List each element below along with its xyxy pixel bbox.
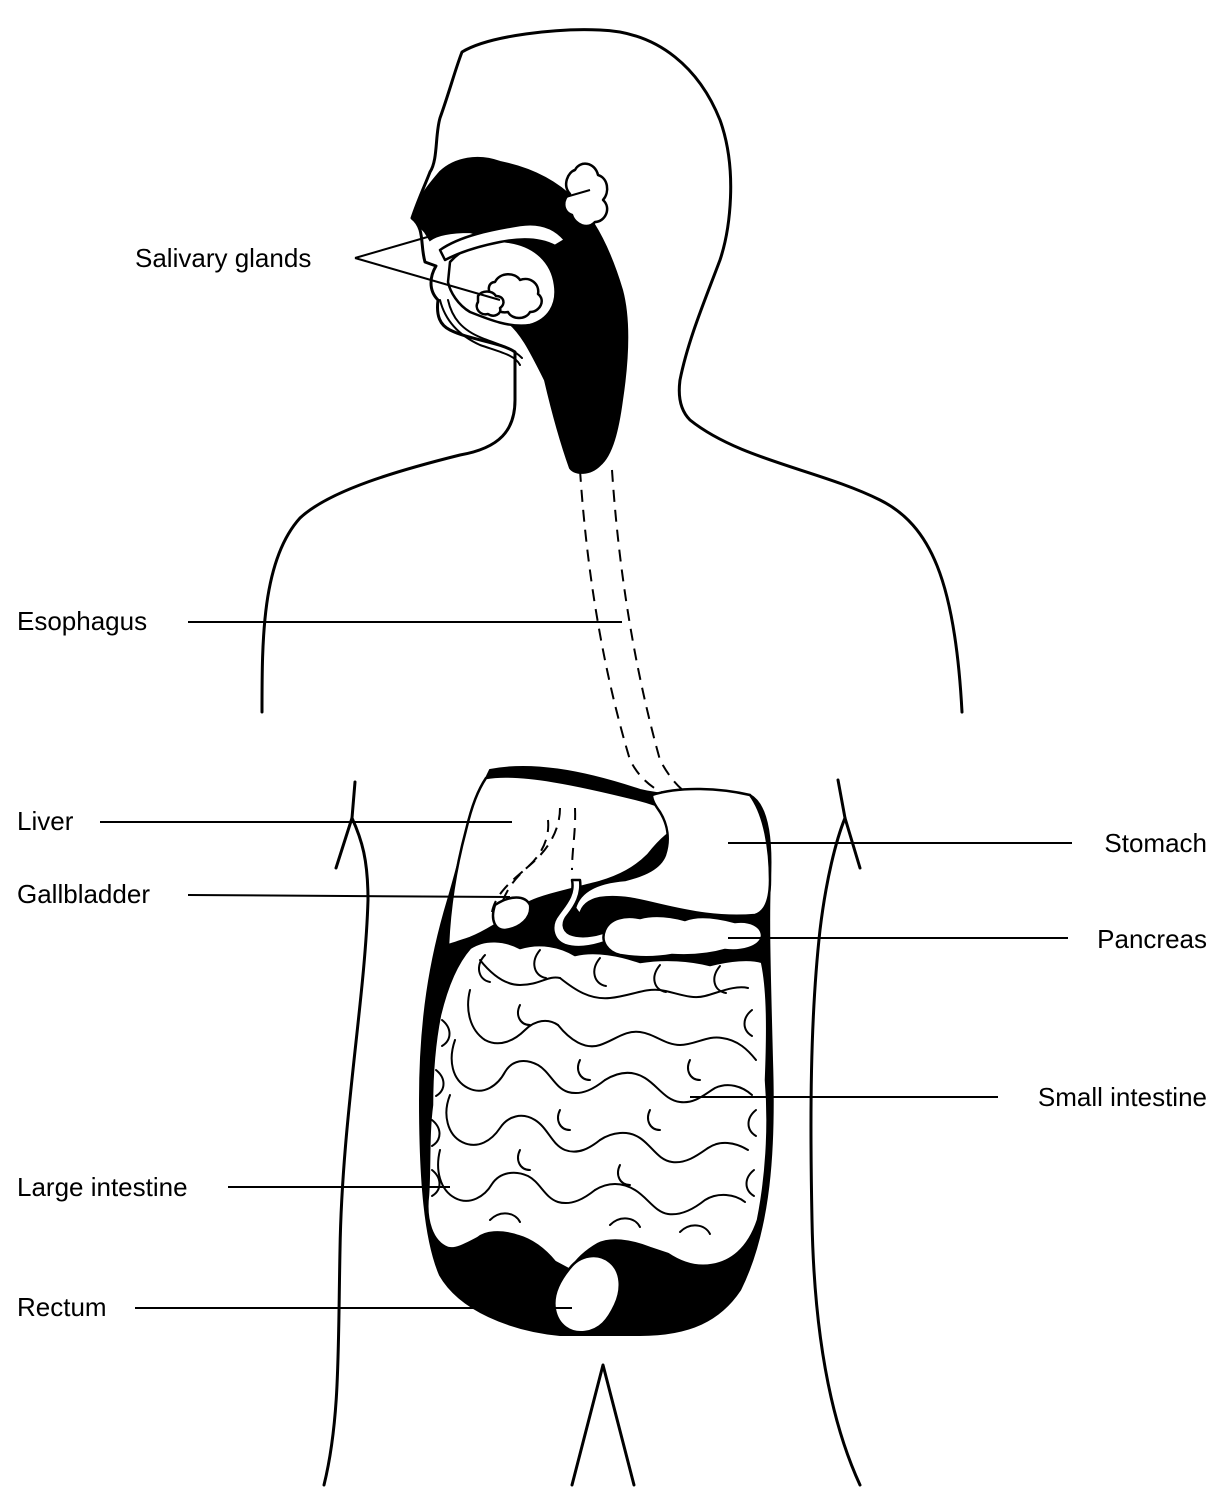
label-stomach: Stomach (1104, 828, 1207, 858)
intestine-loops (426, 940, 769, 1272)
salivary-gland-sublingual (475, 290, 505, 317)
label-rectum: Rectum (17, 1292, 107, 1322)
bile-ducts (491, 807, 577, 913)
label-salivary-glands: Salivary glands (135, 243, 311, 273)
leader-salivary-lower (354, 257, 501, 301)
gallbladder (491, 896, 532, 932)
label-pancreas: Pancreas (1097, 924, 1207, 954)
leader-lines (100, 189, 1072, 1309)
label-large-intestine: Large intestine (17, 1172, 188, 1202)
label-esophagus: Esophagus (17, 606, 147, 636)
labels: Salivary glands Esophagus Liver Gallblad… (17, 243, 1207, 1322)
esophagus-tube (579, 469, 686, 796)
stomach (573, 787, 772, 918)
pancreas (602, 914, 764, 959)
leader-salivary-upper (354, 189, 591, 259)
lower-torso-outline (322, 778, 862, 1487)
leader-gallbladder (187, 894, 511, 898)
label-small-intestine: Small intestine (1038, 1082, 1207, 1112)
label-gallbladder: Gallbladder (17, 879, 150, 909)
salivary-gland-parotid (563, 162, 609, 228)
rectum (553, 1254, 621, 1334)
upper-body-outline (260, 28, 964, 714)
label-liver: Liver (17, 806, 74, 836)
